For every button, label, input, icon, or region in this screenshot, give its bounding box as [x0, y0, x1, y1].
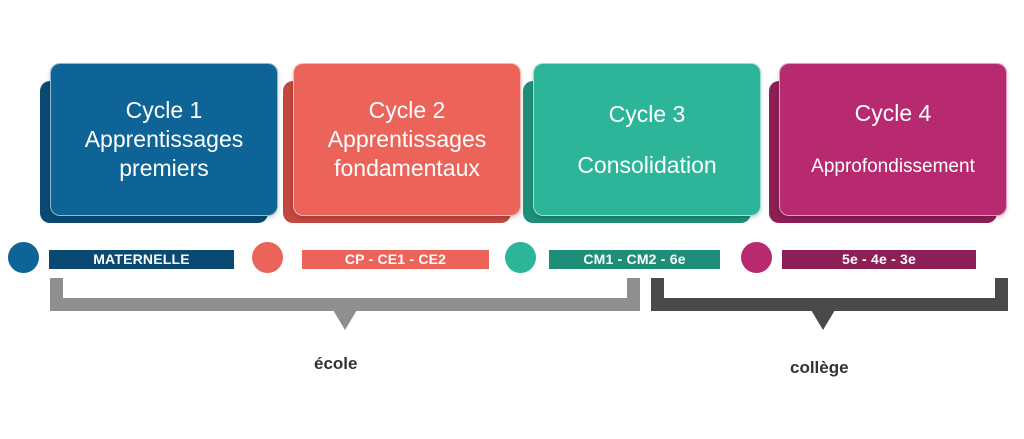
cycle-2-card: Cycle 2 Apprentissages fondamentaux [283, 63, 521, 223]
cycle-1-card: Cycle 1 Apprentissages premiers [40, 63, 278, 223]
cycle-4-level-bar: 5e - 4e - 3e [782, 250, 976, 269]
cycle-3-level-bar: CM1 - CM2 - 6e [549, 250, 720, 269]
cycle-2-level-bar: CP - CE1 - CE2 [302, 250, 489, 269]
cycle-4-card: Cycle 4 Approfondissement [769, 63, 1007, 223]
cycle-4-dot [741, 242, 772, 273]
cycle-1-level-bar: MATERNELLE [49, 250, 234, 269]
cycle-2-subtitle: Apprentissages [327, 126, 487, 152]
college-bracket-right-tick [995, 278, 1008, 299]
cycle-3-card: Cycle 3 Consolidation [523, 63, 761, 223]
cycle-2-title: Cycle 2 [368, 97, 446, 123]
cycle-3-dot [505, 242, 536, 273]
cycle-1-title: Cycle 1 [125, 97, 203, 123]
cycle-1-subtitle-2: premiers [119, 155, 209, 181]
cycle-3-title: Cycle 3 [608, 100, 686, 127]
ecole-bracket-arrow [333, 310, 357, 330]
cycle-3-subtitle: Consolidation [577, 151, 717, 178]
cycle-2-card-face: Cycle 2 Apprentissages fondamentaux [293, 63, 521, 216]
ecole-bracket-left-tick [50, 278, 63, 299]
ecole-bracket-bar [50, 298, 640, 311]
cycle-2-dot [252, 242, 283, 273]
cycle-1-subtitle: Apprentissages [84, 126, 244, 152]
ecole-label: école [314, 354, 358, 373]
college-bracket-arrow [811, 310, 835, 330]
cycle-1-dot [8, 242, 39, 273]
cycle-4-subtitle: Approfondissement [811, 155, 975, 177]
college-bracket-left-tick [651, 278, 664, 299]
cycle-4-card-face: Cycle 4 Approfondissement [779, 63, 1007, 216]
college-bracket-bar [651, 298, 1008, 311]
cycle-4-title: Cycle 4 [854, 99, 932, 126]
cycle-3-card-face: Cycle 3 Consolidation [533, 63, 761, 216]
cycle-2-subtitle-2: fondamentaux [334, 155, 480, 181]
cycle-1-card-face: Cycle 1 Apprentissages premiers [50, 63, 278, 216]
ecole-bracket-right-tick [627, 278, 640, 299]
college-label: collège [790, 358, 849, 377]
